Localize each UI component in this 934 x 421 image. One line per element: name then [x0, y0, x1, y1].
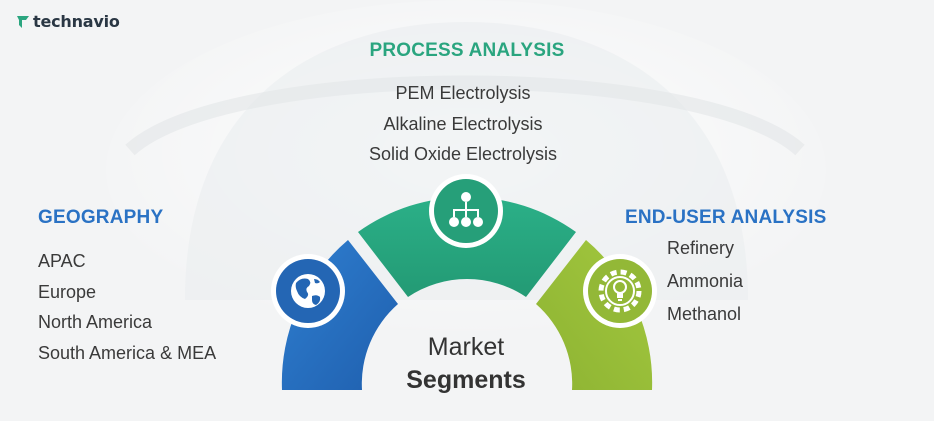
- list-item: South America & MEA: [38, 342, 217, 363]
- background-swoosh: [125, 75, 805, 156]
- center-label-segments: Segments: [406, 366, 526, 394]
- geography-list: APAC Europe North America South America …: [38, 246, 216, 368]
- hierarchy-icon: [429, 174, 503, 248]
- list-item: Ammonia: [667, 271, 744, 291]
- list-item: Europe: [38, 281, 97, 302]
- geography-title: GEOGRAPHY: [38, 207, 164, 228]
- logo-text: technavio: [33, 12, 120, 31]
- process-analysis-title: PROCESS ANALYSIS: [369, 40, 565, 61]
- end-user-analysis-list: Refinery Ammonia Methanol: [667, 232, 743, 331]
- list-item: Solid Oxide Electrolysis: [368, 144, 558, 164]
- list-item: PEM Electrolysis: [395, 83, 531, 103]
- technavio-logo: technavio: [16, 12, 120, 31]
- list-item: North America: [38, 312, 153, 332]
- list-item: Methanol: [667, 304, 742, 324]
- technavio-logo-icon: [17, 15, 29, 28]
- center-label-market: Market: [427, 333, 505, 361]
- lightbulb-gear-icon: [583, 254, 657, 328]
- globe-icon: [271, 254, 345, 328]
- list-item: Refinery: [667, 238, 735, 258]
- process-analysis-list: PEM Electrolysis Alkaline Electrolysis S…: [0, 78, 926, 170]
- list-item: Alkaline Electrolysis: [383, 113, 543, 134]
- end-user-analysis-title: END-USER ANALYSIS: [625, 207, 827, 228]
- list-item: APAC: [38, 251, 86, 271]
- geography-arc-segment: [281, 240, 398, 390]
